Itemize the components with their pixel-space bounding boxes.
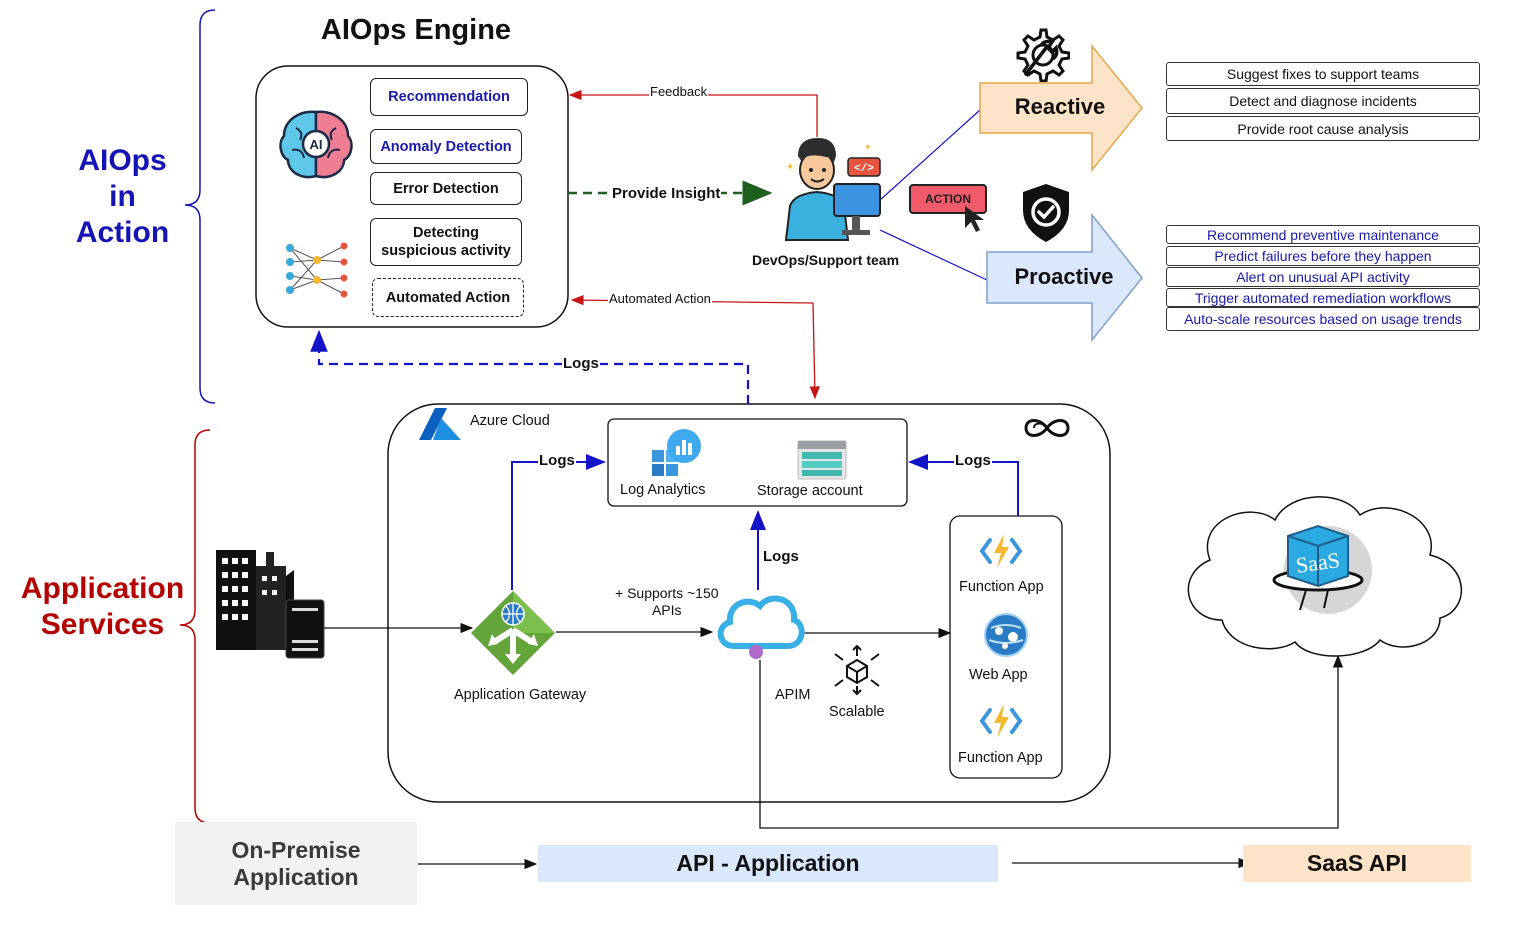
app-label: Function App — [959, 579, 1044, 595]
proactive-item: Trigger automated remediation workflows — [1166, 288, 1480, 307]
svg-text:✦: ✦ — [864, 142, 872, 152]
apim-label: APIM — [775, 687, 811, 703]
functions-logs-label: Logs — [954, 452, 992, 469]
function-app-icon — [979, 702, 1023, 740]
application-gateway-icon — [470, 590, 556, 676]
proactive-item: Alert on unusual API activity — [1166, 267, 1480, 287]
apim-saas-edge — [759, 654, 1344, 829]
svg-text:</>: </> — [854, 163, 874, 175]
on-prem-band: On-Premise Application — [175, 822, 417, 905]
azure-cloud-title: Azure Cloud — [470, 413, 550, 429]
services-title-line: Application — [20, 572, 185, 605]
reactive-item: Suggest fixes to support teams — [1166, 62, 1480, 86]
scalable-label: Scalable — [829, 704, 885, 720]
capability-line: Detecting — [412, 225, 480, 241]
proactive-arrow-shape — [986, 212, 1143, 343]
reactive-arrow-shape — [979, 43, 1143, 173]
apim-note-line: APIs — [651, 602, 682, 618]
proactive-item: Recommend preventive maintenance — [1166, 225, 1480, 244]
application-gateway-label: Application Gateway — [454, 687, 587, 703]
ai-brain-icon: AI — [276, 106, 356, 186]
functions-logs-edge — [908, 454, 1019, 516]
proactive-item: Auto-scale resources based on usage tren… — [1166, 307, 1480, 331]
log-analytics-icon — [650, 428, 702, 478]
azure-logo-icon — [417, 406, 463, 442]
svg-text:✦: ✦ — [872, 191, 879, 200]
aiops-section-title: AIOps in Action — [55, 143, 190, 251]
infinity-icon — [1022, 416, 1072, 440]
developer-icon: </> ✦ ✦ ✦ — [768, 128, 888, 248]
capability-recommendation: Recommendation — [370, 78, 528, 116]
app-label: Web App — [969, 667, 1028, 683]
apim-icon — [712, 590, 806, 664]
automated-action-down-edge — [809, 302, 820, 400]
logs-to-engine-edge — [310, 329, 750, 404]
services-brace — [179, 429, 211, 824]
aiops-title-line: Action — [75, 216, 170, 249]
app-label: Function App — [958, 750, 1043, 766]
on-prem-line: Application — [233, 863, 359, 890]
capability-anomaly-detection: Anomaly Detection — [370, 129, 522, 164]
aiops-brace — [184, 9, 216, 404]
storage-account-icon — [797, 440, 847, 480]
svg-text:✦: ✦ — [786, 162, 794, 173]
on-prem-line: On-Premise — [231, 836, 361, 863]
reactive-item: Provide root cause analysis — [1166, 116, 1480, 141]
saas-api-band: SaaS API — [1243, 845, 1471, 882]
logs-top-label: Logs — [562, 355, 600, 372]
proactive-label: Proactive — [1014, 264, 1114, 289]
svg-text:AI: AI — [310, 137, 323, 152]
team-reactive-line — [879, 109, 981, 201]
gear-wrench-icon — [1012, 26, 1071, 83]
aiops-title-line: in — [109, 180, 136, 213]
team-proactive-line — [879, 229, 988, 281]
log-analytics-label: Log Analytics — [620, 482, 706, 498]
apim-note-line: + Supports ~150 — [615, 585, 719, 601]
aiops-title-line: AIOps — [78, 144, 167, 177]
storage-account-label: Storage account — [757, 483, 863, 499]
capability-line: suspicious activity — [381, 243, 511, 259]
capability-suspicious-activity: Detecting suspicious activity — [370, 218, 522, 266]
feedback-label: Feedback — [649, 84, 709, 99]
shield-check-icon — [1019, 182, 1073, 244]
capability-automated-action: Automated Action — [372, 278, 524, 317]
reactive-item: Detect and diagnose incidents — [1166, 88, 1480, 114]
action-tag-text: ACTION — [925, 192, 971, 206]
apim-logs-label: Logs — [762, 548, 800, 565]
api-application-band: API - Application — [538, 845, 998, 882]
saas-logo-text: SaaS — [1294, 547, 1341, 578]
reactive-label: Reactive — [1014, 94, 1106, 119]
proactive-item: Predict failures before they happen — [1166, 246, 1480, 266]
web-app-icon — [983, 612, 1029, 658]
neural-network-icon — [284, 240, 350, 302]
services-section-title: Application Services — [15, 571, 190, 643]
provide-insight-label: Provide Insight — [611, 185, 722, 202]
services-title-line: Services — [40, 608, 165, 641]
function-app-icon — [979, 532, 1023, 570]
apim-note: + Supports ~150 APIs — [614, 585, 720, 619]
cursor-icon — [962, 204, 988, 234]
capability-error-detection: Error Detection — [370, 172, 522, 205]
devops-team-label: DevOps/Support team — [752, 252, 900, 268]
building-server-icon — [214, 546, 326, 660]
scalable-icon — [832, 644, 882, 696]
engine-title: AIOps Engine — [320, 14, 512, 46]
action-tag: ACTION — [909, 184, 987, 214]
automated-action-label: Automated Action — [608, 291, 712, 306]
saas-logo-icon: SaaS — [1266, 520, 1376, 618]
gateway-logs-label: Logs — [538, 452, 576, 469]
